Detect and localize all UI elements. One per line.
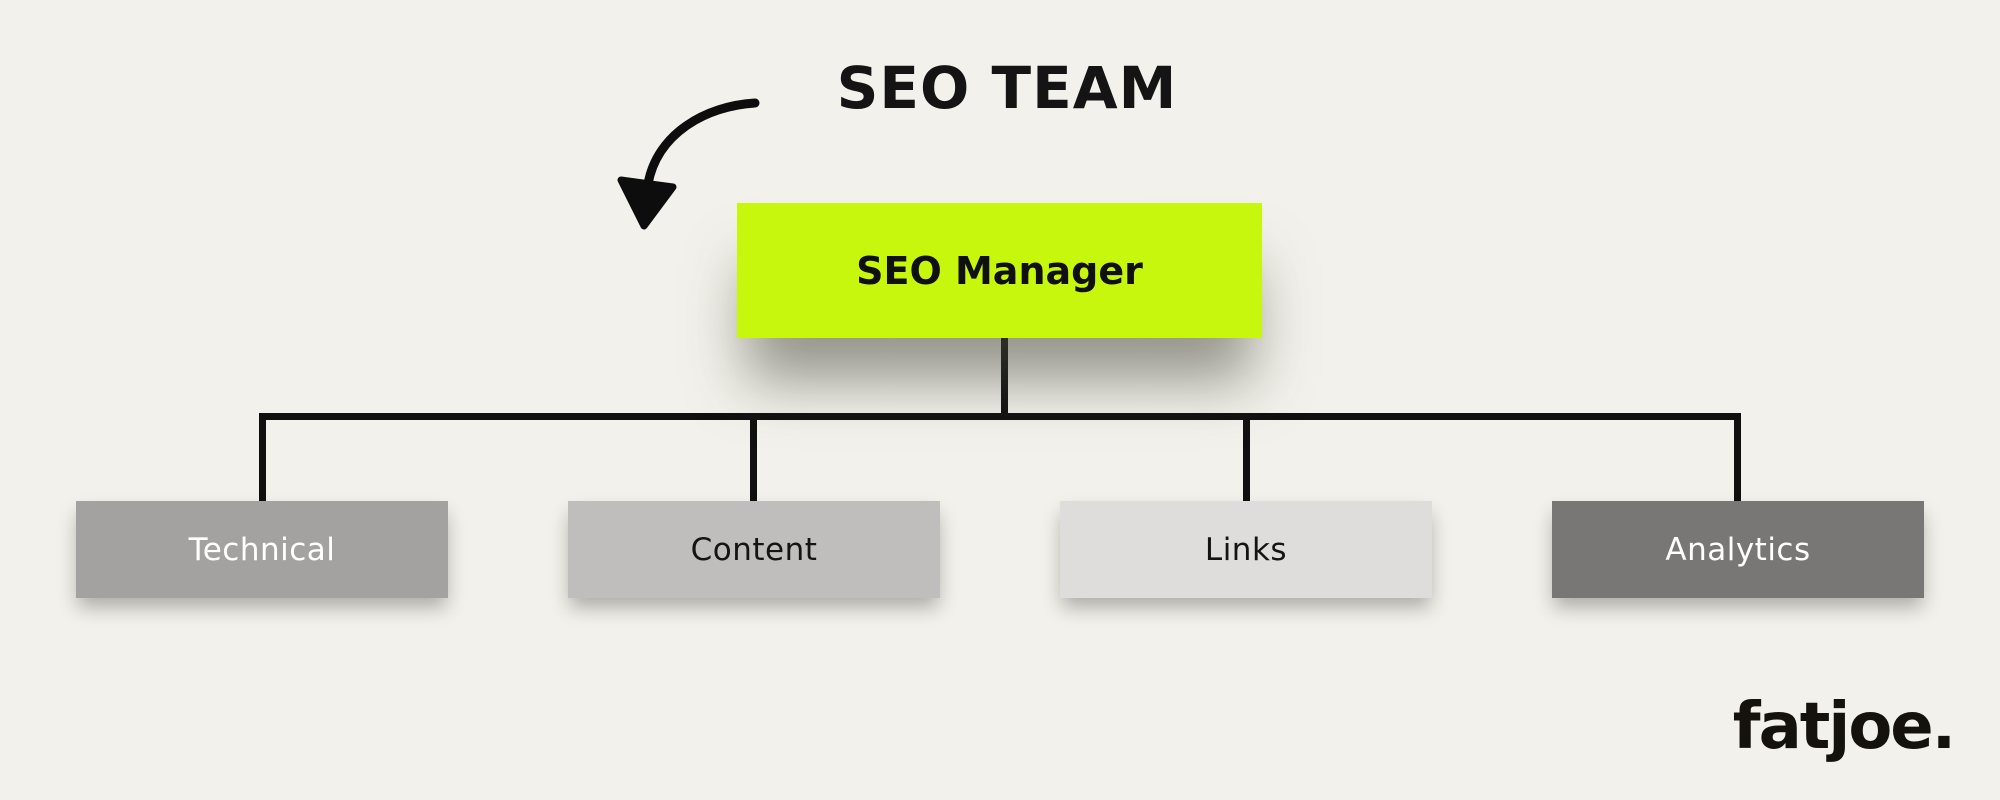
org-node-analytics-label: Analytics [1665,531,1811,568]
brand-logo: fatjoe. [1732,690,1956,764]
org-node-links-label: Links [1204,531,1288,568]
connector-drop-analytics [1734,413,1741,505]
org-node-analytics: Analytics [1552,501,1924,598]
org-node-content: Content [568,501,940,598]
curved-arrow-icon [617,98,760,230]
connector-drop-content [750,413,757,505]
page-title: SEO TEAM [836,54,1178,122]
org-node-technical: Technical [76,501,448,598]
connector-drop-technical [259,413,266,505]
connector-root-stem [1001,336,1008,417]
org-node-seo-manager-label: SEO Manager [856,248,1143,293]
org-node-content-label: Content [690,531,818,568]
org-node-links: Links [1060,501,1432,598]
org-node-seo-manager: SEO Manager [737,203,1262,338]
connector-horizontal-bar [259,413,1741,420]
org-node-technical-label: Technical [188,531,336,568]
connector-drop-links [1243,413,1250,505]
